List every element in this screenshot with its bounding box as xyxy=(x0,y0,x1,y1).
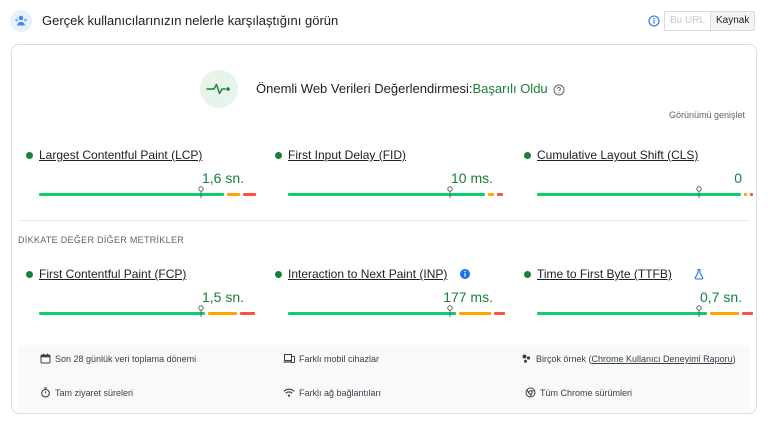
p75-marker xyxy=(198,305,204,317)
footer-chrome-versions: Tüm Chrome sürümleri xyxy=(525,386,632,400)
footer-connections: Farklı ağ bağlantıları xyxy=(283,386,381,400)
status-dot xyxy=(26,152,33,159)
bar-poor xyxy=(243,193,256,196)
users-icon xyxy=(10,10,32,32)
bar-needs-improvement xyxy=(227,193,240,196)
flask-icon[interactable] xyxy=(693,267,705,280)
distribution-bar xyxy=(537,193,753,196)
metric-value: 0 xyxy=(734,170,742,186)
metric-ttfb[interactable]: Time to First Byte (TTFB) 0,7 sn. xyxy=(522,265,753,335)
info-icon[interactable] xyxy=(648,14,660,27)
data-info-footer: Son 28 günlük veri toplama dönemi Farklı… xyxy=(18,345,750,409)
metric-name[interactable]: Interaction to Next Paint (INP) xyxy=(288,267,448,281)
info-icon[interactable] xyxy=(459,267,471,279)
bar-poor xyxy=(240,312,255,315)
pulse-icon xyxy=(200,70,238,108)
toggle-this-url[interactable]: Bu URL xyxy=(665,12,711,30)
page-title: Gerçek kullanıcılarınızın nelerle karşıl… xyxy=(42,13,339,28)
p75-marker xyxy=(696,305,702,317)
metric-name[interactable]: Time to First Byte (TTFB) xyxy=(537,267,672,281)
metric-cls[interactable]: Cumulative Layout Shift (CLS) 0 xyxy=(522,146,753,216)
crux-report-link[interactable]: Chrome Kullanıcı Deneyimi Raporu xyxy=(591,354,733,364)
help-icon[interactable] xyxy=(553,83,565,96)
metric-lcp[interactable]: Largest Contentful Paint (LCP) 1,6 sn. xyxy=(24,146,256,216)
bar-good xyxy=(537,312,707,315)
distribution-bar xyxy=(537,312,753,315)
metric-value: 177 ms. xyxy=(443,289,493,305)
samples-icon xyxy=(522,354,531,363)
bar-poor xyxy=(750,193,753,196)
bar-poor xyxy=(494,312,505,315)
bar-poor xyxy=(497,193,503,196)
status-dot xyxy=(275,271,282,278)
metric-value: 1,5 sn. xyxy=(201,289,244,305)
distribution-bar xyxy=(39,312,255,315)
metric-value: 10 ms. xyxy=(450,170,493,186)
bar-good xyxy=(288,312,456,315)
metric-name[interactable]: Cumulative Layout Shift (CLS) xyxy=(537,148,699,162)
footer-samples: Birçok örnek (Chrome Kullanıcı Deneyimi … xyxy=(521,352,746,366)
toggle-origin[interactable]: Kaynak xyxy=(710,12,755,30)
metric-name[interactable]: Largest Contentful Paint (LCP) xyxy=(39,148,203,162)
metric-name[interactable]: First Input Delay (FID) xyxy=(288,148,407,162)
divider xyxy=(18,220,750,221)
url-origin-toggle[interactable]: Bu URL Kaynak xyxy=(664,11,756,31)
status-dot xyxy=(275,152,282,159)
status-dot xyxy=(524,152,531,159)
bar-good xyxy=(39,312,205,315)
distribution-bar xyxy=(288,312,505,315)
bar-good xyxy=(288,193,485,196)
bar-needs-improvement xyxy=(208,312,237,315)
distribution-bar xyxy=(288,193,504,196)
assessment-result: Başarılı Oldu xyxy=(472,81,548,96)
bar-needs-improvement xyxy=(744,193,747,196)
metric-fid[interactable]: First Input Delay (FID) 10 ms. xyxy=(273,146,503,216)
bar-needs-improvement xyxy=(459,312,491,315)
wifi-icon xyxy=(283,388,295,397)
bar-needs-improvement xyxy=(488,193,494,196)
metric-name[interactable]: First Contentful Paint (FCP) xyxy=(39,267,187,281)
bar-good xyxy=(39,193,224,196)
stopwatch-icon xyxy=(41,387,50,398)
bar-needs-improvement xyxy=(710,312,739,315)
footer-visit-durations: Tam ziyaret süreleri xyxy=(40,386,133,400)
p75-marker xyxy=(696,186,702,198)
field-data-card: Önemli Web Verileri Değerlendirmesi:Başa… xyxy=(11,44,757,414)
metric-inp[interactable]: Interaction to Next Paint (INP) 177 ms. xyxy=(273,265,505,335)
status-dot xyxy=(524,271,531,278)
assessment-label: Önemli Web Verileri Değerlendirmesi:Başa… xyxy=(256,81,548,96)
status-dot xyxy=(26,271,33,278)
assessment-banner: Önemli Web Verileri Değerlendirmesi:Başa… xyxy=(12,45,758,135)
p75-marker xyxy=(198,186,204,198)
footer-devices: Farklı mobil cihazlar xyxy=(283,352,379,366)
devices-icon xyxy=(283,354,295,363)
bar-good xyxy=(537,193,741,196)
metric-fcp[interactable]: First Contentful Paint (FCP) 1,5 sn. xyxy=(24,265,255,335)
assessment-prefix: Önemli Web Verileri Değerlendirmesi: xyxy=(256,81,473,96)
p75-marker xyxy=(447,186,453,198)
chrome-icon xyxy=(525,387,536,398)
bar-poor xyxy=(742,312,753,315)
distribution-bar xyxy=(39,193,256,196)
header: Gerçek kullanıcılarınızın nelerle karşıl… xyxy=(0,0,768,42)
calendar-icon xyxy=(40,353,51,364)
other-metrics-heading: DİKKATE DEĞER DİĞER METRİKLER xyxy=(18,235,185,245)
footer-collection-period: Son 28 günlük veri toplama dönemi xyxy=(40,352,196,366)
p75-marker xyxy=(447,305,453,317)
metric-value: 1,6 sn. xyxy=(201,170,244,186)
metric-value: 0,7 sn. xyxy=(699,289,742,305)
expand-view-link[interactable]: Görünümü genişlet xyxy=(668,110,745,120)
